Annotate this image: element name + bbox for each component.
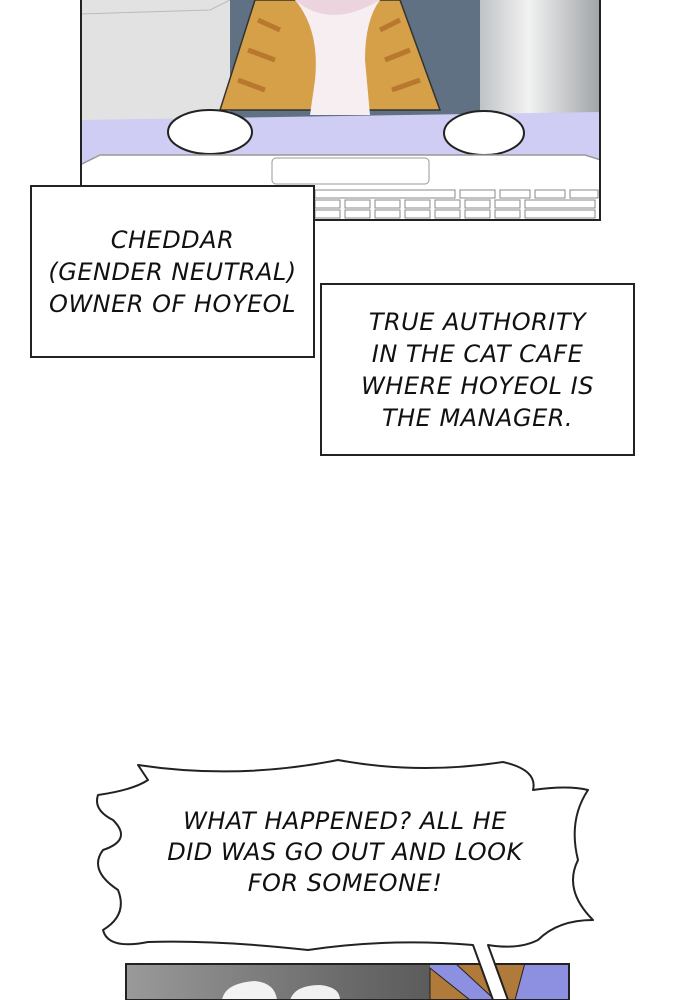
cat-paw-right [443,110,525,156]
speech-line: WHAT HAPPENED? ALL HE [183,807,507,835]
cat-paw-left [167,109,253,155]
caption-box-authority: TRUE AUTHORITY IN THE CAT CAFE WHERE HOY… [320,283,635,456]
caption-line: TRUE AUTHORITY [368,307,587,336]
laptop-trackpad [271,157,430,185]
caption-line: CHEDDAR [110,225,235,254]
speech-bubble [96,759,594,1000]
caption-line: (GENDER NEUTRAL) [48,257,297,286]
caption-box-cheddar: CHEDDAR (GENDER NEUTRAL) OWNER OF HOYEOL [30,185,315,358]
speech-line: FOR SOMEONE! [247,869,443,897]
speech-line: DID WAS GO OUT AND LOOK [167,838,523,866]
speech-bubble-text: WHAT HAPPENED? ALL HE DID WAS GO OUT AND… [130,806,560,899]
caption-line: THE MANAGER. [381,403,574,432]
caption-line: IN THE CAT CAFE [371,339,584,368]
comic-panel-cat-at-laptop [80,0,601,221]
caption-line: OWNER OF HOYEOL [49,289,296,318]
caption-line: WHERE HOYEOL IS [361,371,594,400]
